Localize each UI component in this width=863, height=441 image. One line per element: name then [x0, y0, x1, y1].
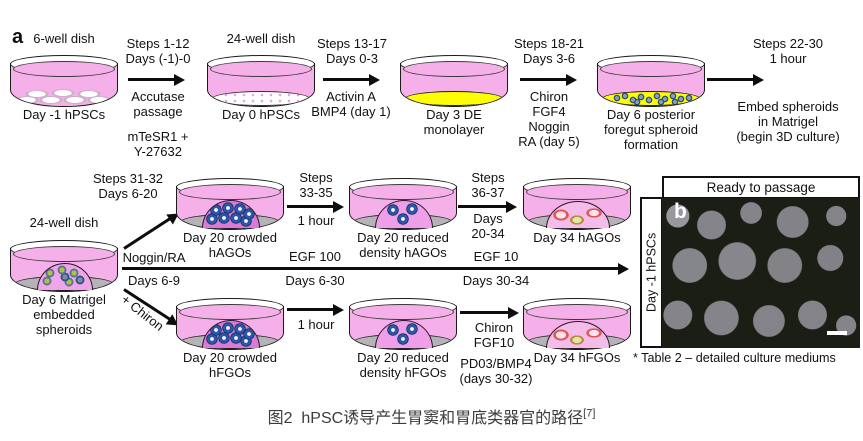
hago-arrow2-steps-label: Steps 36-37 [471, 170, 505, 200]
caption-text: 图2 hPSC诱导产生胃窦和胃底类器官的路径 [267, 410, 584, 427]
arrow4-embed-label: Embed spheroids in Matrigel (begin 3D cu… [736, 99, 840, 144]
dish-liquid-surface [526, 184, 628, 200]
figure-caption: 图2 hPSC诱导产生胃窦和胃底类器官的路径[7] [0, 404, 863, 428]
dish5-label: Day 6 Matrigel embedded spheroids [22, 292, 106, 337]
arrow3-reagent-label: Chiron FGF4 Noggin RA (day 5) [518, 89, 580, 149]
dish-day20-reduced-hfgos [349, 298, 457, 350]
hago-arrow1-steps-label: Steps 33-35 [299, 170, 333, 200]
dish-liquid-surface [600, 61, 702, 77]
dish-liquid-surface [13, 61, 115, 77]
branch-up-steps-label: Steps 31-32 Days 6-20 [92, 171, 164, 201]
dish-day34-hagos [523, 178, 631, 230]
arrow1-medium-label: mTeSR1 + Y-27632 [127, 129, 189, 159]
speckled-bottom [212, 91, 310, 106]
dish-day-minus1-hpscs [10, 55, 118, 107]
dish1-label: Day -1 hPSCs [22, 107, 106, 122]
arrow-steps-22-30 [707, 78, 755, 81]
arrow-steps-36-37 [458, 205, 508, 208]
arrow-long-egf [122, 267, 620, 270]
de-monolayer-bottom [405, 91, 503, 106]
six-well-bottom [15, 89, 113, 106]
arrow1-reagent-label: Accutase passage [131, 89, 185, 119]
dish-liquid-surface [403, 61, 505, 77]
panel-b-side-label: Day -1 hPSCs [644, 232, 659, 313]
hago-dish2-label: Day 20 reduced density hAGOs [357, 230, 449, 260]
dish-liquid-surface [13, 246, 115, 262]
noggin-ra-label: Noggin/RA [122, 250, 186, 265]
table2-footnote: * Table 2 – detailed culture mediums [633, 351, 836, 365]
days-30-34-label: Days 30-34 [462, 273, 530, 288]
dish-day20-crowded-hfgos [176, 298, 284, 350]
egf100-label: EGF 100 [288, 249, 342, 264]
dish-day6-matrigel-spheroids [10, 240, 118, 292]
hfgo-dish3-label: Day 34 hFGOs [533, 350, 621, 365]
hfgo-arrow2-reagent-label: Chiron FGF10 [473, 320, 515, 350]
arrow3-steps-label: Steps 18-21 Days 3-6 [513, 36, 585, 66]
arrow-steps-1-12 [128, 78, 176, 81]
dish-liquid-surface [352, 304, 454, 320]
hago-arrow2-days-label: Days 20-34 [471, 211, 505, 241]
panel-a-letter: a [12, 26, 24, 48]
dish2-title: 24-well dish [226, 31, 296, 46]
dish1-title: 6-well dish [33, 31, 95, 46]
days-6-9-label: Days 6-9 [127, 273, 181, 288]
dish-day6-spheroid-formation [597, 55, 705, 107]
hfgo-dish1-label: Day 20 crowded hFGOs [183, 350, 277, 380]
hfgo-arrow2-pd03-label: PD03/BMP4 (days 30-32) [459, 356, 533, 386]
dish-day20-reduced-hagos [349, 178, 457, 230]
panel-b-letter: b [674, 200, 687, 223]
hpsc-micrograph: b [662, 198, 860, 348]
caption-reference: [7] [583, 407, 596, 420]
dish-liquid-surface [179, 184, 281, 200]
arrow-hfgo-chiron [460, 311, 510, 314]
dish-liquid-surface [526, 304, 628, 320]
dish-liquid-surface [352, 184, 454, 200]
hago-dish3-label: Day 34 hAGOs [533, 230, 621, 245]
arrow2-reagent-label: Activin A BMP4 (day 1) [311, 89, 391, 119]
hfgo-arrow1-time-label: 1 hour [297, 317, 335, 332]
dish-day20-crowded-hagos [176, 178, 284, 230]
dish-liquid-surface [179, 304, 281, 320]
panel-b-side-strip: Day -1 hPSCs [640, 197, 663, 348]
hago-dish1-label: Day 20 crowded hAGOs [183, 230, 277, 260]
hfgo-dish2-label: Day 20 reduced density hFGOs [357, 350, 449, 380]
arrow-branch-up [123, 216, 172, 250]
egf10-label: EGF 10 [473, 249, 519, 264]
days-6-30-label: Days 6-30 [285, 273, 345, 288]
arrow-steps-18-21 [520, 78, 568, 81]
arrow2-steps-label: Steps 13-17 Days 0-3 [316, 36, 388, 66]
dish-day3-de-monolayer [400, 55, 508, 107]
arrow1-steps-label: Steps 1-12 Days (-1)-0 [125, 36, 191, 66]
arrow-steps-33-35 [287, 205, 335, 208]
reduced-organoid-dome [375, 200, 433, 228]
dish-day34-hfgos [523, 298, 631, 350]
dish2-label: Day 0 hPSCs [221, 107, 301, 122]
spheroid-bottom [602, 91, 700, 106]
scale-bar [827, 331, 847, 335]
dish4-label: Day 6 posterior foregut spheroid formati… [604, 107, 698, 152]
arrow4-steps-label: Steps 22-30 1 hour [752, 36, 824, 66]
dish-liquid-surface [210, 61, 312, 77]
dish3-label: Day 3 DE monolayer [423, 107, 485, 137]
matrigel-dome [37, 263, 93, 290]
hago-arrow1-time-label: 1 hour [297, 213, 335, 228]
dish-day0-hpscs [207, 55, 315, 107]
arrow-hfgo-1hour [287, 308, 335, 311]
arrow-steps-13-17 [323, 78, 371, 81]
ready-to-passage-header: Ready to passage [662, 176, 860, 199]
dish5-title: 24-well dish [29, 215, 99, 230]
